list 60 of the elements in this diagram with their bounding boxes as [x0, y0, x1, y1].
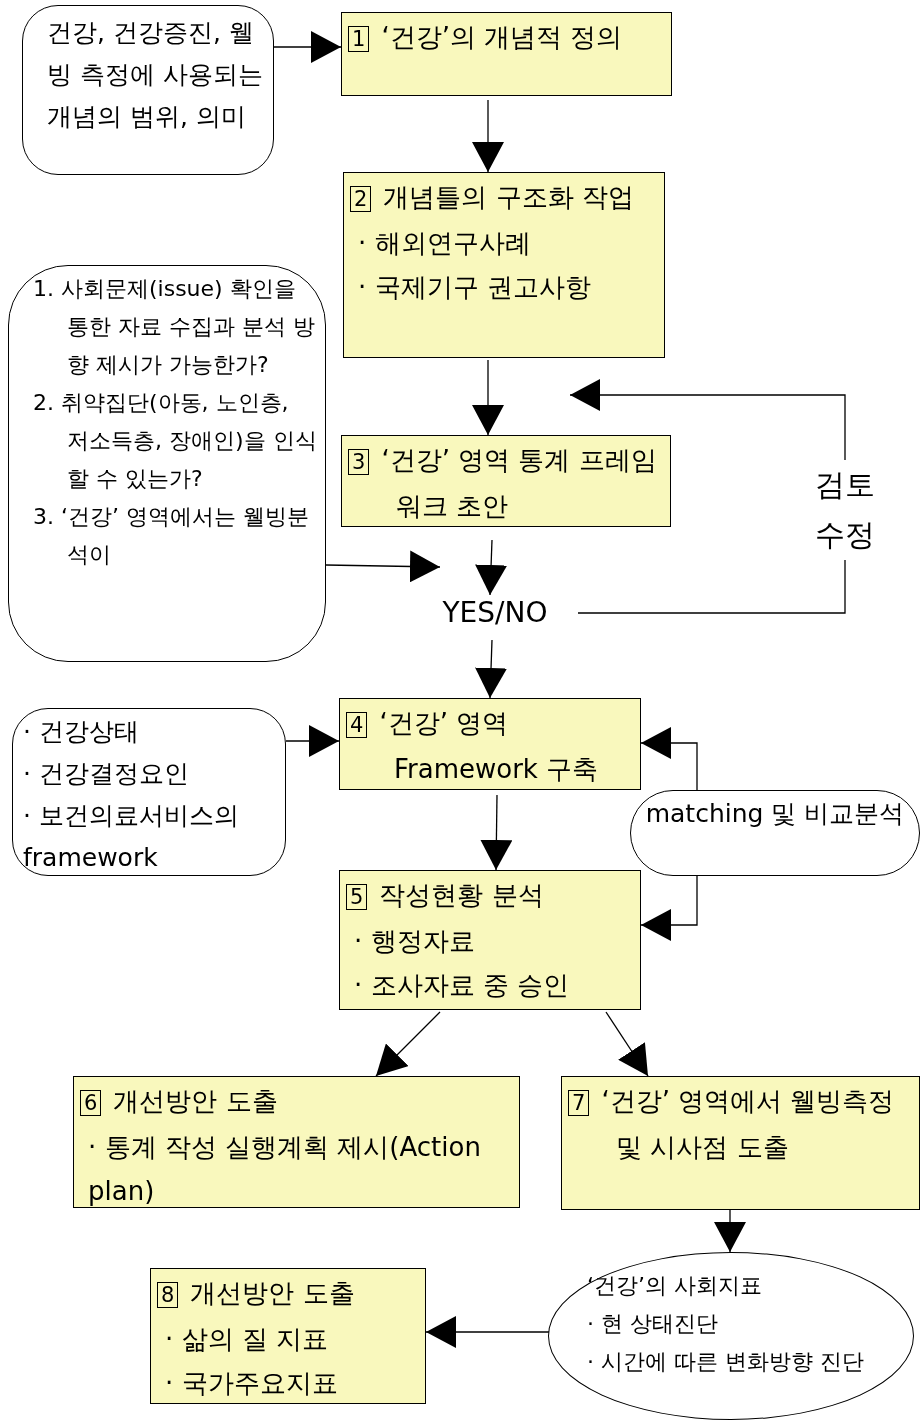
process-box [339, 870, 641, 1010]
bullet-item: · 보건의료서비스의 framework [23, 800, 240, 874]
step-title: 개선방안 도출 [190, 1278, 355, 1308]
step-title: 개선방안 도출 [113, 1086, 278, 1116]
step-number: 5 [346, 884, 368, 910]
bullet-item: · 국제기구 권고사항 [357, 271, 592, 304]
bullet-item: · 현 상태진단 [587, 1310, 719, 1338]
decision-text: YES/NO [442, 596, 548, 629]
bullet-item: · 행정자료 [353, 925, 476, 958]
bullet-item: · 건강결정요인 [23, 758, 190, 790]
arrow [273, 31, 342, 63]
step-number: 2 [350, 186, 372, 212]
question-item: 2. 취약집단(아동, 노인층, 저소득층, 장애인)을 인식할 수 있는가? [33, 389, 317, 493]
step-number: 6 [80, 1090, 102, 1116]
bullet-item: · 건강상태 [23, 716, 140, 748]
step-title: 작성현황 분석 [379, 880, 544, 910]
step-title: ‘건강’ 영역 Framework 구축 [379, 708, 599, 784]
process-box [150, 1268, 426, 1404]
step-title: 개념틀의 구조화 작업 [383, 182, 634, 212]
step-title: ‘건강’의 개념적 정의 [381, 22, 623, 52]
step-number: 4 [346, 712, 368, 738]
process-box [339, 698, 641, 790]
rounded-note [630, 790, 920, 876]
process-box [341, 435, 671, 527]
step-number: 3 [348, 449, 370, 475]
bullet-item: · 삶의 질 지표 [164, 1323, 330, 1356]
arrow [375, 1011, 441, 1077]
bullet-item: ‘건강’의 사회지표 [587, 1272, 763, 1300]
arrow [325, 550, 441, 583]
arrow [472, 359, 504, 436]
arrow [472, 99, 504, 173]
arrow [640, 875, 698, 941]
checklist-bubble [8, 265, 326, 662]
step-title: ‘건강’ 영역에서 웰빙측정 및 시사점 도출 [601, 1086, 895, 1162]
question-item: 1. 사회문제(issue) 확인을 통한 자료 수집과 분석 방향 제시가 가능한가? [33, 275, 316, 379]
arrow [475, 639, 507, 699]
step-number: 8 [157, 1282, 179, 1308]
note-text: 건강, 건강증진, 웰빙 측정에 사용되는 개념의 범위, 의미 [47, 17, 263, 133]
arrow [640, 727, 698, 791]
process-box [73, 1076, 520, 1208]
process-box [341, 12, 672, 96]
bullet-item: · 통계 작성 실행계획 제시(Action plan) [87, 1131, 482, 1208]
arrow [480, 794, 513, 871]
question-item: 3. ‘건강’ 영역에서는 웰빙분석이 [33, 503, 310, 569]
arrow [714, 1209, 746, 1253]
bullet-item: · 해외연구사례 [357, 227, 532, 260]
note-bubble [22, 5, 274, 175]
arrow [605, 1011, 649, 1077]
arrow [475, 539, 508, 596]
process-box [561, 1076, 920, 1210]
note-bubble [12, 708, 286, 876]
note-text: matching 및 비교분석 [644, 798, 906, 830]
bullet-item: · 국가주요지표 [164, 1367, 339, 1400]
step-title: ‘건강’ 영역 통계 프레임워크 초안 [381, 445, 657, 521]
step-number: 7 [568, 1090, 590, 1116]
bullet-item: · 조사자료 중 승인 [353, 969, 571, 1002]
step-number: 1 [348, 26, 370, 52]
process-box [343, 172, 665, 358]
bullet-item: · 시간에 따른 변화방향 진단 [587, 1348, 865, 1376]
arrow [285, 725, 340, 757]
